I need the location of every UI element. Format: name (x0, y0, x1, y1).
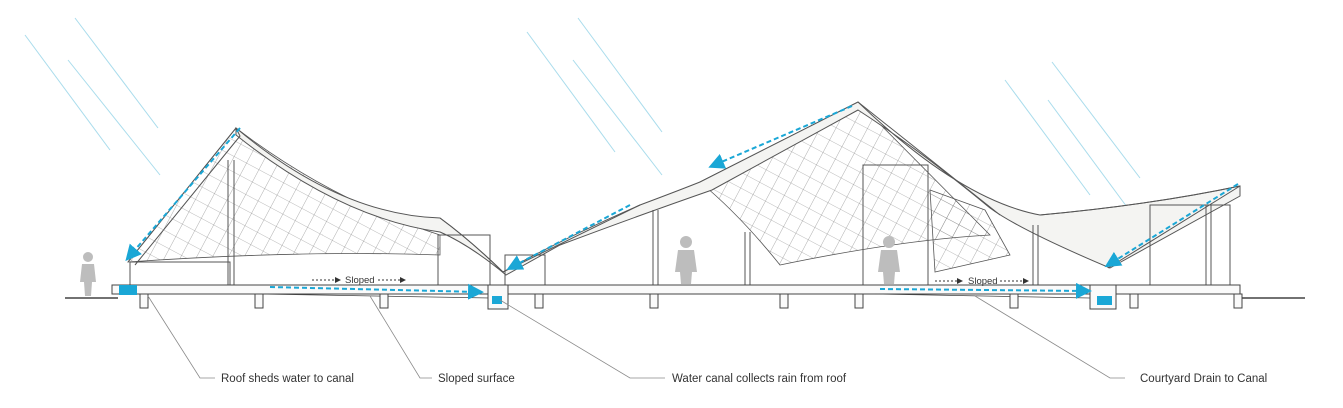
water-canals (119, 285, 1112, 305)
slope-label-left: Sloped (345, 275, 375, 286)
leader-lines (147, 295, 1125, 379)
rain-lines (24, 17, 1141, 223)
water-flow-arrows (125, 105, 1239, 300)
ground-and-slab (65, 284, 1305, 310)
slope-label-right: Sloped (968, 276, 998, 287)
slope-indicators: Sloped Sloped (312, 275, 1029, 287)
roof-tile-undersides (127, 101, 1011, 273)
label-roof-sheds: Roof sheds water to canal (221, 373, 354, 385)
label-courtyard-drain: Courtyard Drain to Canal (1140, 373, 1267, 385)
person-silhouette-left (80, 252, 96, 296)
person-silhouette-right (878, 236, 900, 284)
label-water-canal: Water canal collects rain from roof (672, 373, 847, 385)
label-sloped-surface: Sloped surface (438, 373, 515, 385)
person-silhouette-center (675, 236, 697, 284)
human-figures (80, 236, 900, 296)
